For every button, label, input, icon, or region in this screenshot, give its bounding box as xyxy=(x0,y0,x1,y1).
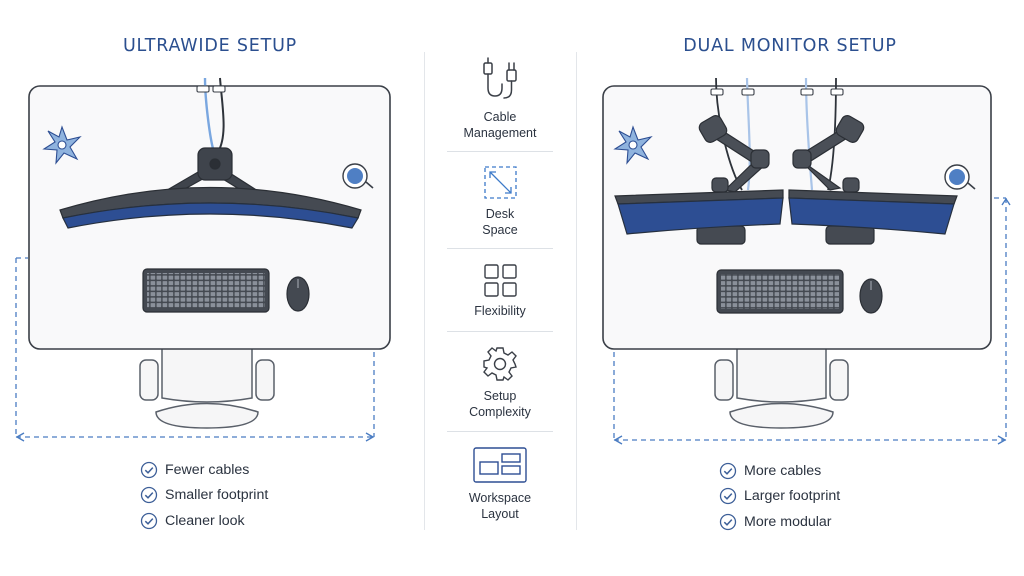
ultrawide-monitor xyxy=(59,186,362,229)
benefit-text: Cleaner look xyxy=(165,513,245,529)
benefit-text: Fewer cables xyxy=(165,462,250,478)
check-circle-icon xyxy=(140,486,158,504)
benefit-text: Larger footprint xyxy=(744,488,841,504)
left-divider xyxy=(424,52,425,530)
category-label-line1: Workspace xyxy=(468,491,532,505)
dual-monitor-arms xyxy=(698,115,865,193)
dual-mouse xyxy=(859,278,883,314)
category-label-line1: Desk xyxy=(485,207,515,221)
check-circle-icon xyxy=(140,461,158,479)
category-setup-complexity: Setup Complexity xyxy=(447,389,553,420)
check-circle-icon xyxy=(719,487,737,505)
ultrawide-footprint-dimension xyxy=(15,257,375,438)
category-workspace-layout: Workspace Layout xyxy=(447,491,553,522)
category-flexibility: Flexibility xyxy=(447,304,553,320)
dual-plant-icon xyxy=(613,125,653,165)
ultrawide-chair xyxy=(139,347,275,429)
category-separator xyxy=(447,331,553,332)
ultrawide-plant-icon xyxy=(42,125,82,165)
check-circle-icon xyxy=(719,462,737,480)
category-label-line2: Complexity xyxy=(469,404,531,419)
category-desk-space: Desk Space xyxy=(447,207,553,238)
category-separator xyxy=(447,151,553,152)
ultrawide-desk-scene xyxy=(15,77,391,442)
dual-left-monitor xyxy=(614,189,784,235)
dual-keyboard xyxy=(716,269,844,314)
cable-plug-icon xyxy=(483,57,517,99)
desk-space-icon xyxy=(484,166,517,199)
dual-monitor-setup-title: DUAL MONITOR SETUP xyxy=(683,36,897,56)
category-label-line2: Management xyxy=(463,125,537,140)
layout-icon xyxy=(473,447,527,483)
category-separator xyxy=(447,248,553,249)
ultrawide-mug-icon xyxy=(342,163,374,189)
dual-mug-icon xyxy=(944,164,976,190)
category-label-line1: Flexibility xyxy=(474,304,526,318)
category-label-line1: Cable xyxy=(483,110,517,124)
ultrawide-mouse xyxy=(286,276,310,312)
dual-right-monitor xyxy=(788,189,958,235)
check-circle-icon xyxy=(719,513,737,531)
benefit-text: More modular xyxy=(744,514,832,530)
category-separator xyxy=(447,431,553,432)
category-label-line2: Layout xyxy=(481,506,519,521)
ultrawide-keyboard xyxy=(142,268,270,313)
dual-monitor-desk-scene xyxy=(602,77,1011,445)
category-label-line2: Space xyxy=(482,222,518,237)
dual-footprint-dimension xyxy=(613,197,1007,441)
grid-icon xyxy=(484,264,517,297)
right-divider xyxy=(576,52,577,530)
benefit-text: Smaller footprint xyxy=(165,487,269,503)
dual-chair xyxy=(714,347,849,429)
benefit-text: More cables xyxy=(744,463,822,479)
category-label-line1: Setup xyxy=(483,389,517,403)
category-cable-management: Cable Management xyxy=(447,110,553,141)
ultrawide-setup-title: ULTRAWIDE SETUP xyxy=(122,36,298,56)
gear-icon xyxy=(483,347,517,381)
check-circle-icon xyxy=(140,512,158,530)
